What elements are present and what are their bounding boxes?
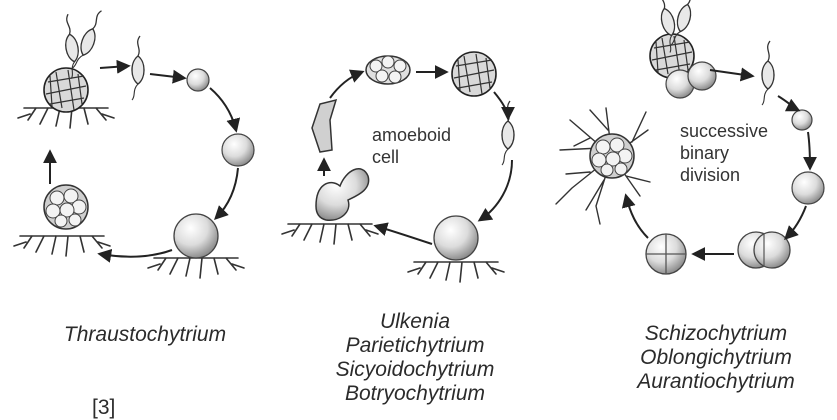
genus-name: Sicyoidochytrium xyxy=(300,358,530,382)
cell-large xyxy=(434,216,478,260)
genus-name: Parietichytrium xyxy=(300,334,530,358)
sporangium-releasing-zoospores xyxy=(452,52,496,96)
cycle-2-genus-list: Ulkenia Parietichytrium Sicyoidochytrium… xyxy=(300,310,530,406)
sporangium-cleaved xyxy=(44,185,88,229)
amoeboid-cell-cluster xyxy=(366,56,410,84)
inner-text-line: amoeboid xyxy=(372,124,451,146)
sporangium-releasing-zoospores xyxy=(650,34,694,78)
cell-large xyxy=(174,214,218,258)
cell-small xyxy=(187,69,209,91)
cycle-1-thraustochytrium xyxy=(14,8,254,278)
genus-name: Oblongichytrium xyxy=(600,346,832,370)
inner-text-line: division xyxy=(680,164,768,186)
genus-name: Ulkenia xyxy=(300,310,530,334)
cycle-3-inner-text: successive binary division xyxy=(680,120,768,186)
cycle-2-inner-text: amoeboid cell xyxy=(372,124,451,168)
cell-medium xyxy=(792,172,824,204)
genus-name: Botryochytrium xyxy=(300,382,530,406)
zoospore-icon xyxy=(72,8,105,72)
dividing-cell-two xyxy=(738,232,790,268)
cycle-1-genus-label: Thraustochytrium xyxy=(20,323,270,347)
genus-name: Aurantiochytrium xyxy=(600,370,832,394)
sporangium-releasing-zoospores xyxy=(44,68,88,112)
zoospore-icon xyxy=(502,101,514,165)
inner-text-line: binary xyxy=(680,142,768,164)
inner-text-line: successive xyxy=(680,120,768,142)
dividing-cell-four xyxy=(646,234,686,274)
cycle-3-genus-list: Schizochytrium Oblongichytrium Aurantioc… xyxy=(600,322,832,394)
citation-label: [3] xyxy=(92,396,115,420)
amoeboid-cell-icon xyxy=(312,100,336,152)
zoospore-icon xyxy=(762,41,774,105)
genus-name: Schizochytrium xyxy=(600,322,832,346)
cell-medium xyxy=(222,134,254,166)
cell-cluster xyxy=(590,134,634,178)
inner-text-line: cell xyxy=(372,146,451,168)
cell-small xyxy=(792,110,812,130)
zoospore-icon xyxy=(132,36,144,100)
amoeboid-cell-icon xyxy=(316,169,369,220)
